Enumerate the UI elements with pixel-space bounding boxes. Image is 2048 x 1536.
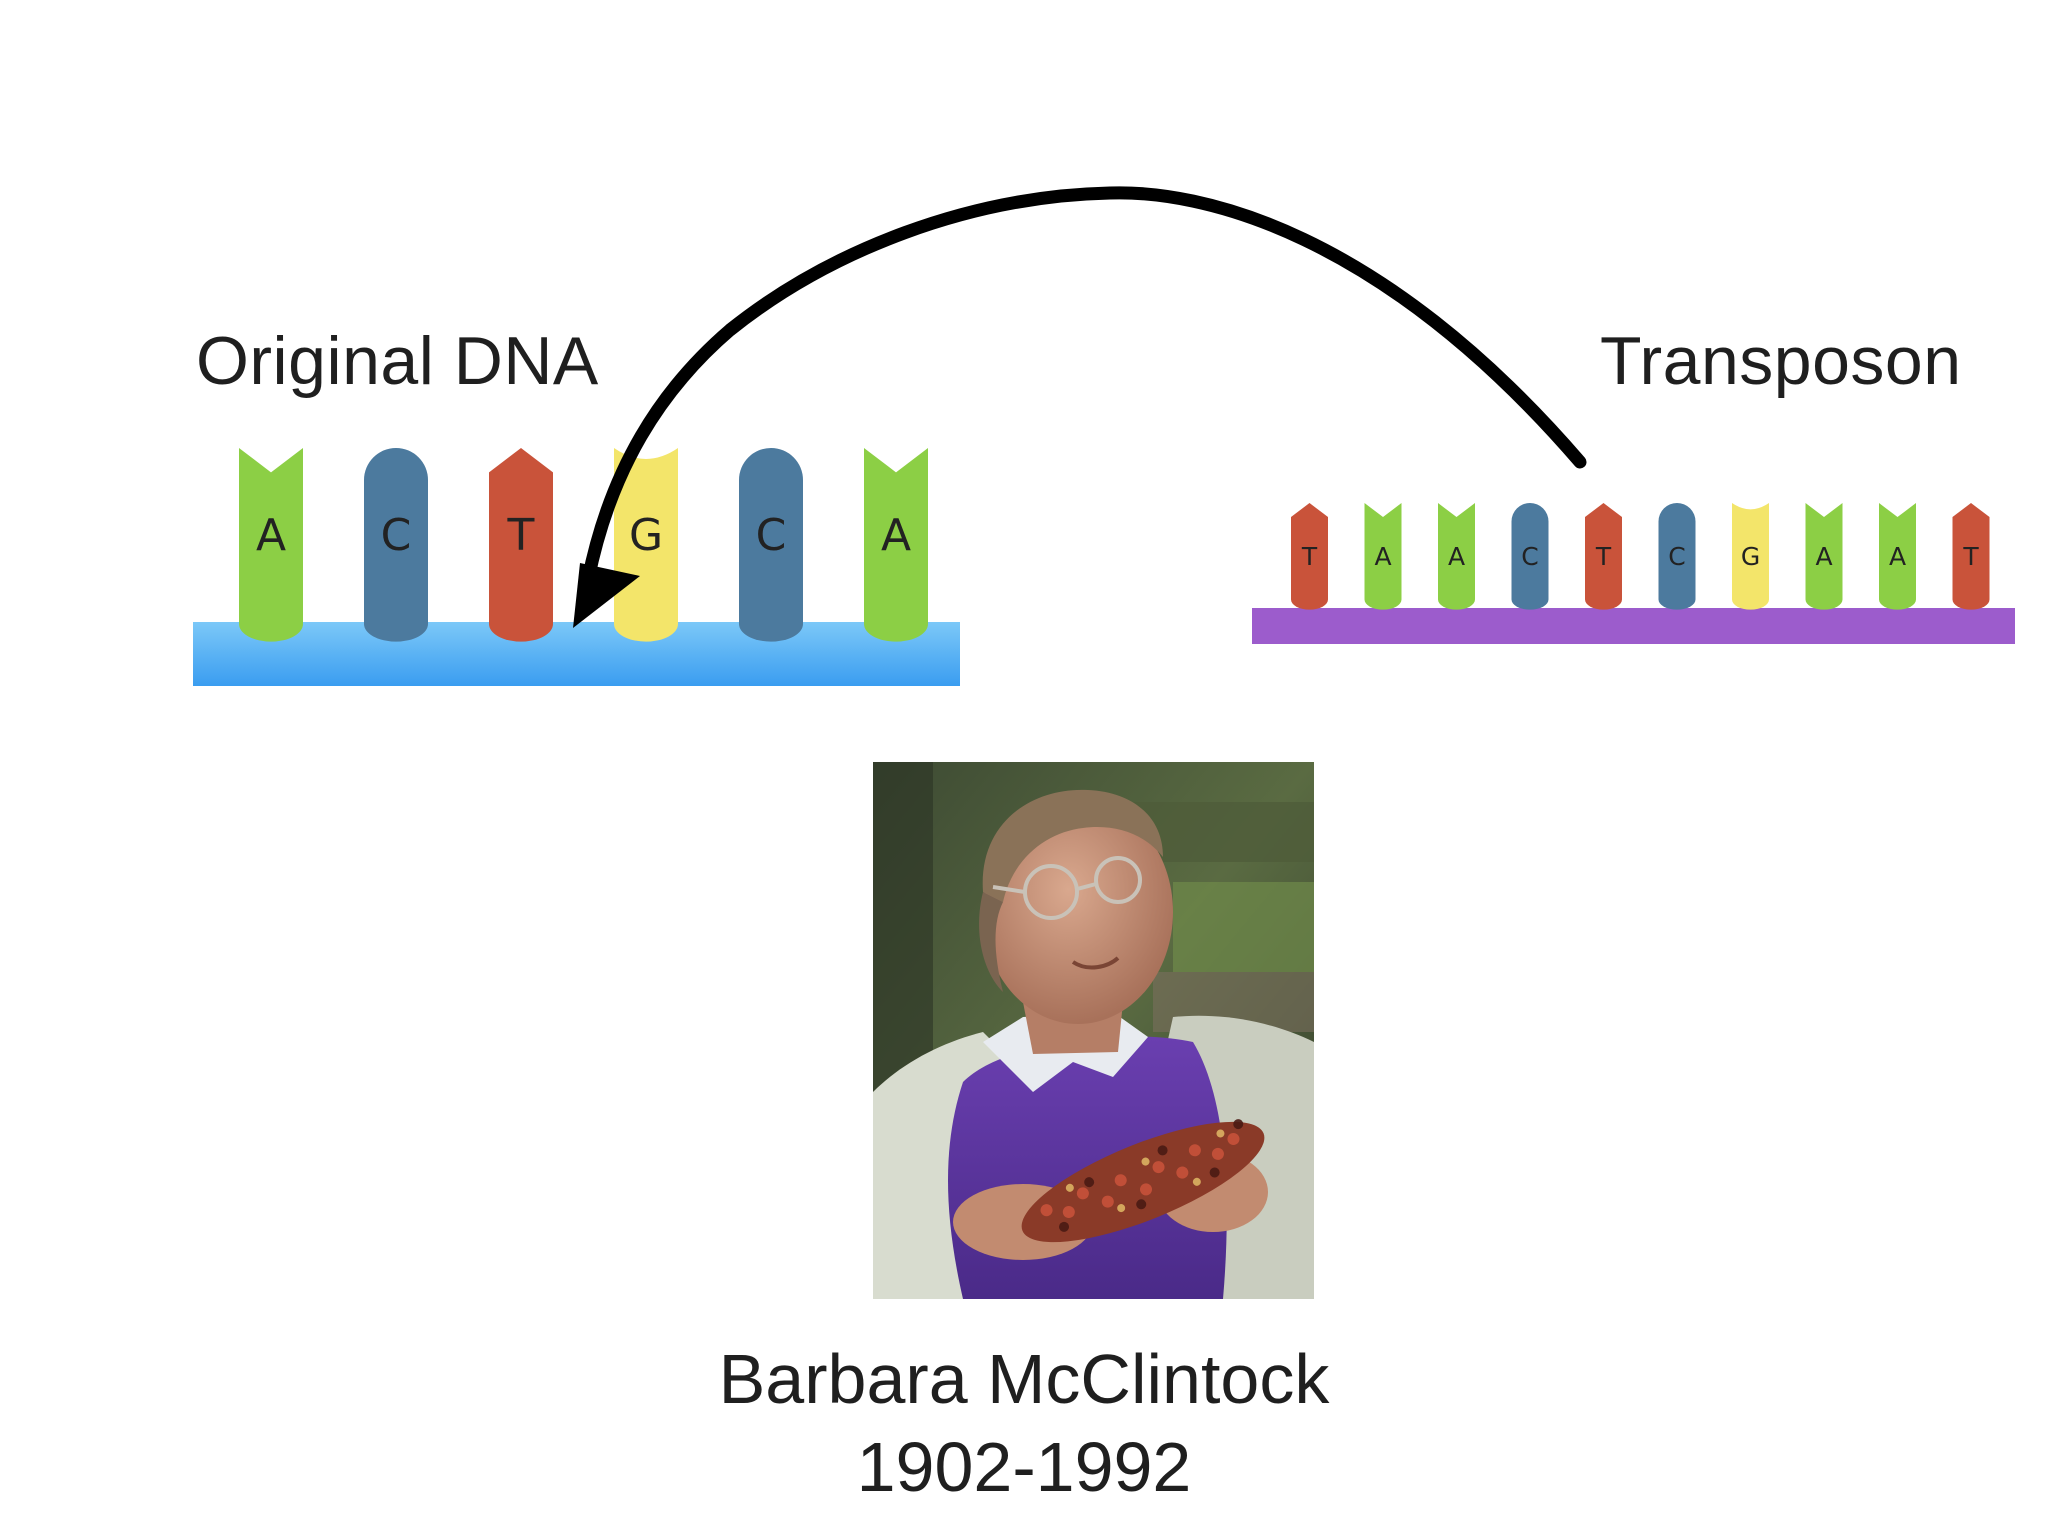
- base-letter: T: [1301, 542, 1318, 571]
- original-dna-label: Original DNA: [196, 323, 599, 399]
- caption-years: 1902-1992: [856, 1428, 1192, 1506]
- base-letter: A: [1374, 542, 1391, 571]
- base-letter: T: [507, 510, 535, 561]
- backbone: [193, 622, 960, 686]
- base-letter: A: [256, 510, 286, 561]
- base-letter: A: [1889, 542, 1906, 571]
- dna-base: A: [1438, 503, 1475, 610]
- base-shape: [1952, 503, 1990, 610]
- base-letter: C: [1521, 542, 1538, 571]
- dna-base: T: [1952, 503, 1990, 610]
- base-shape: [864, 448, 928, 642]
- dna-base: C: [739, 448, 803, 642]
- base-letter: T: [1595, 542, 1612, 571]
- base-letter: A: [881, 510, 911, 561]
- base-shape: [1658, 503, 1696, 610]
- dna-base: A: [1879, 503, 1916, 610]
- base-letter: C: [381, 510, 412, 561]
- base-shape: [1438, 503, 1475, 610]
- base-shape: [1291, 503, 1328, 610]
- transposon-label: Transposon: [1600, 323, 1962, 399]
- base-letter: C: [1668, 542, 1685, 571]
- caption-name: Barbara McClintock: [718, 1340, 1330, 1418]
- caption: Barbara McClintock 1902-1992: [0, 1335, 2048, 1511]
- portrait-photo: [873, 762, 1314, 1299]
- dna-base: G: [1732, 503, 1769, 610]
- base-shape: [739, 448, 803, 642]
- backbone: [1252, 608, 2015, 644]
- base-shape: [1364, 503, 1402, 610]
- dna-base: A: [239, 448, 303, 642]
- dna-base: T: [1585, 503, 1622, 610]
- base-letter: G: [629, 510, 663, 561]
- base-shape: [489, 448, 553, 642]
- base-letter: A: [1815, 542, 1832, 571]
- jump-arrow-curve: [581, 186, 1587, 587]
- dna-base: C: [1511, 503, 1549, 610]
- dna-base: A: [1364, 503, 1402, 610]
- base-shape: [1732, 503, 1769, 610]
- base-shape: [614, 448, 678, 642]
- base-shape: [1805, 503, 1843, 610]
- jump-arrow-head: [573, 563, 640, 628]
- dna-base: G: [614, 448, 678, 642]
- base-shape: [1511, 503, 1549, 610]
- base-shape: [364, 448, 428, 642]
- dna-base: A: [864, 448, 928, 642]
- dna-base: T: [489, 448, 553, 642]
- dna-base: C: [364, 448, 428, 642]
- base-shape: [1585, 503, 1622, 610]
- base-letter: G: [1741, 542, 1760, 571]
- dna-base: A: [1805, 503, 1843, 610]
- dna-base: C: [1658, 503, 1696, 610]
- jump-arrow: [573, 186, 1587, 628]
- base-shape: [239, 448, 303, 642]
- base-letter: C: [756, 510, 787, 561]
- base-shape: [1879, 503, 1916, 610]
- base-letter: A: [1448, 542, 1465, 571]
- dna-base: T: [1291, 503, 1328, 610]
- base-letter: T: [1962, 542, 1979, 571]
